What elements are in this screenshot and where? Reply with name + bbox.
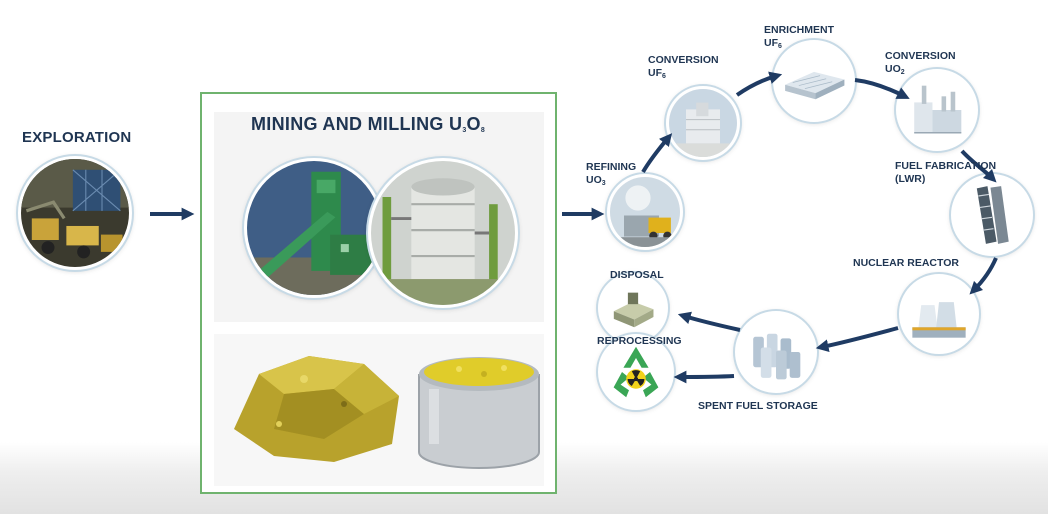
recycle-radiation-icon [601,337,671,407]
spent-fuel-storage-image [735,311,817,393]
reactor-icon [902,277,976,351]
arrow-refining-to-conversion [641,133,673,174]
conversion-uf6-label: CONVERSION UF6 [648,54,719,80]
conversion-building-icon [669,89,737,157]
disposal-vault-icon [601,276,665,340]
milling-plant-image [368,158,518,308]
refining-plant-icon [610,177,680,247]
exploration-label: EXPLORATION [22,129,132,146]
arrow-storage-to-disposal [677,311,741,332]
arrow-reactor-to-storage [815,326,899,352]
reprocessing-label: REPROCESSING [597,335,682,347]
milling-tank-icon [371,161,515,305]
mining-headframe-image [244,158,384,298]
enrichment-label: ENRICHMENT UF6 [764,24,834,50]
uranium-ore-and-yellowcake-icon [234,356,540,469]
spent-fuel-storage-label: SPENT FUEL STORAGE [698,400,818,412]
fuel-assembly-icon [954,177,1030,253]
mining-milling-title: MINING AND MILLING U3O8 [251,114,486,134]
mining-headframe-icon [247,161,381,295]
enrichment-image [773,40,855,122]
conversion-uo2-label: CONVERSION UO2 [885,50,956,76]
exploration-scene-icon [21,159,129,267]
disposal-image [598,273,668,343]
milling-product-area [214,334,544,486]
conversion-plant-icon [899,72,975,148]
fuel-fabrication-image [951,174,1033,256]
fuel-fabrication-label: FUEL FABRICATION (LWR) [895,160,997,185]
arrow-fabrication-to-reactor [969,257,998,295]
arrow-enrichment-to-conversion [854,78,910,99]
arrow-storage-to-reprocessing [673,370,735,384]
refining-label: REFINING UO3 [586,161,637,187]
reprocessing-image [598,334,674,410]
nuclear-reactor-label: NUCLEAR REACTOR [853,257,959,269]
mining-milling-panel [200,92,557,494]
refining-image [607,174,683,250]
disposal-label: DISPOSAL [610,269,664,281]
arrow-conversion-to-enrichment [735,71,783,97]
exploration-image [18,156,132,270]
conversion-uf6-image [666,86,740,160]
enrichment-facility-icon [776,43,852,119]
storage-casks-icon [738,314,814,390]
conversion-uo2-image [896,69,978,151]
nuclear-reactor-image [899,274,979,354]
